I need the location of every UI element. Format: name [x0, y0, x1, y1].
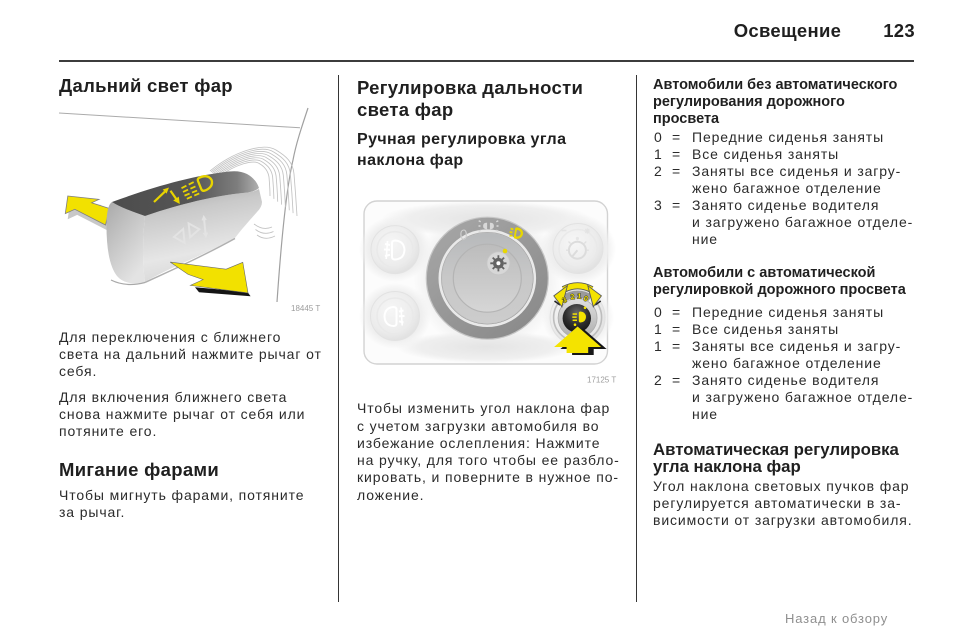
svg-text:0: 0 [582, 294, 589, 304]
svg-text:2: 2 [570, 292, 576, 302]
svg-text:18445 T: 18445 T [291, 304, 320, 313]
svg-text:1: 1 [577, 291, 582, 300]
svg-text:3: 3 [561, 295, 569, 305]
svg-text:17125 T: 17125 T [587, 376, 616, 385]
